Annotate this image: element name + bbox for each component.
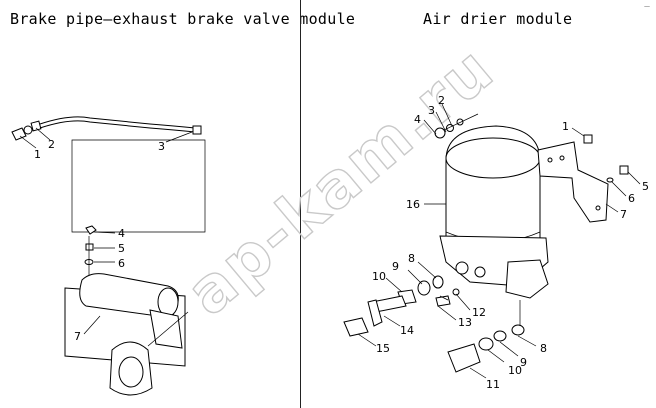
brake-pipe-assembly bbox=[11, 116, 206, 396]
callout-right-9: 9 bbox=[392, 260, 399, 273]
callout-right-10b: 10 bbox=[508, 364, 522, 377]
left-callouts: 1 2 3 4 5 6 7 bbox=[34, 138, 165, 343]
callout-right-8: 8 bbox=[408, 252, 415, 265]
panel-divider bbox=[300, 0, 301, 408]
callout-right-1: 1 bbox=[562, 120, 569, 133]
right-callouts: 1 2 3 4 5 6 7 8 9 10 11 12 13 14 15 16 1… bbox=[372, 94, 649, 391]
left-leader-lines bbox=[19, 127, 193, 335]
callout-left-2: 2 bbox=[48, 138, 55, 151]
callout-right-5: 5 bbox=[642, 180, 649, 193]
callout-right-12: 12 bbox=[472, 306, 486, 319]
callout-right-16: 16 bbox=[406, 198, 420, 211]
callout-right-10: 10 bbox=[372, 270, 386, 283]
air-drier-assembly bbox=[343, 113, 629, 373]
callout-left-1: 1 bbox=[34, 148, 41, 161]
callout-left-6: 6 bbox=[118, 257, 125, 270]
callout-right-6: 6 bbox=[628, 192, 635, 205]
callout-right-3: 3 bbox=[428, 104, 435, 117]
left-module-title: Brake pipe—exhaust brake valve module bbox=[10, 10, 356, 28]
callout-right-7: 7 bbox=[620, 208, 627, 221]
callout-left-3: 3 bbox=[158, 140, 165, 153]
callout-right-8b: 8 bbox=[540, 342, 547, 355]
right-module-title: Air drier module bbox=[423, 10, 573, 28]
callout-right-4: 4 bbox=[414, 113, 421, 126]
callout-left-5: 5 bbox=[118, 242, 125, 255]
corner-mark: — bbox=[644, 3, 650, 10]
callout-right-13: 13 bbox=[458, 316, 472, 329]
callout-right-11: 11 bbox=[486, 378, 500, 391]
callout-right-2: 2 bbox=[438, 94, 445, 107]
callout-right-15: 15 bbox=[376, 342, 390, 355]
callout-right-9b: 9 bbox=[520, 356, 527, 369]
callout-left-7: 7 bbox=[74, 330, 81, 343]
callout-right-14: 14 bbox=[400, 324, 414, 337]
right-leader-lines bbox=[357, 103, 641, 379]
callout-left-4: 4 bbox=[118, 227, 125, 240]
